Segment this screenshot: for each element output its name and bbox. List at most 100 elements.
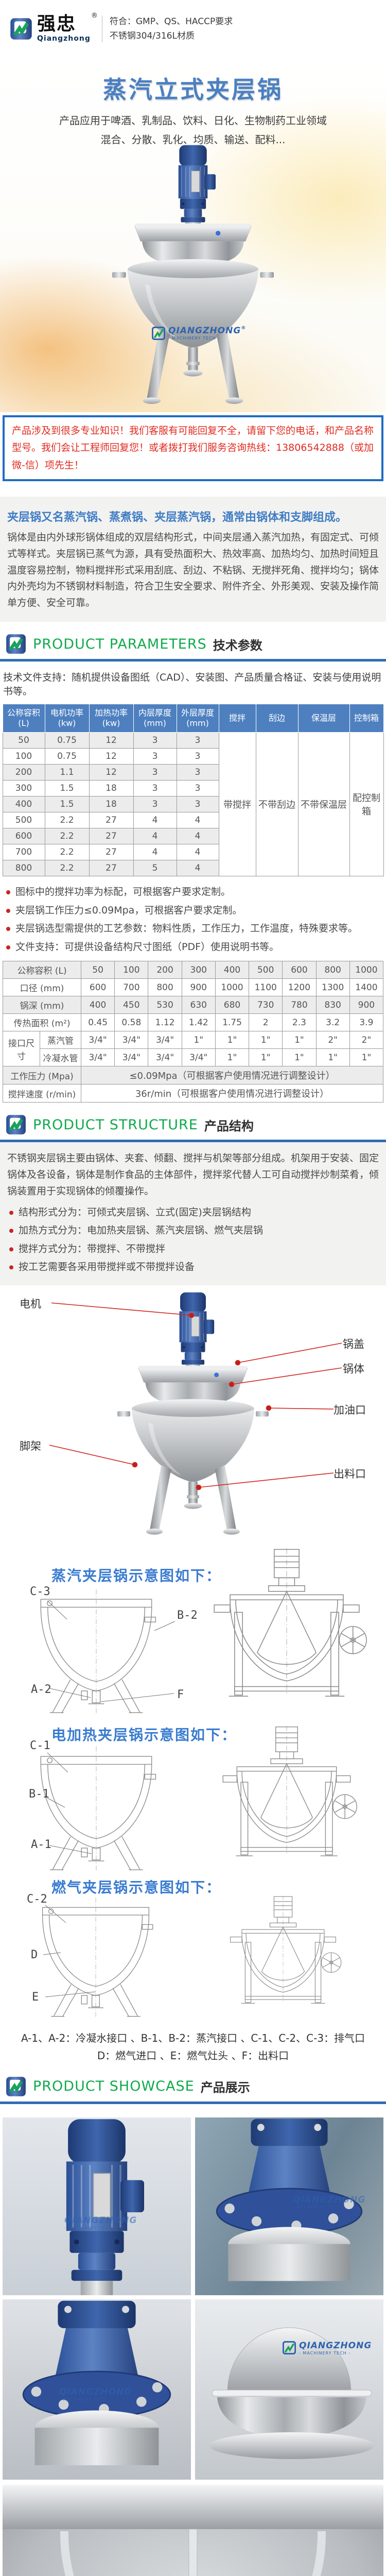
intro-body: 锅体是由内外球形锅体组成的双层结构形式，中间夹层通入蒸汽加热，有固定式、可倾式等… (7, 531, 379, 609)
schematic-label: C-2 (27, 1892, 47, 1906)
registered-mark: ® (91, 12, 98, 20)
section-divider (0, 2101, 386, 2104)
table-cell: 900 (349, 996, 384, 1014)
table-cell: 12 (89, 748, 134, 765)
note-item: 结构形式分为：可倾式夹层锅、立式(固定)夹层锅结构 (7, 1205, 379, 1220)
callout-oil-port: 加油口 (334, 1403, 366, 1416)
table-cell: 900 (181, 978, 216, 997)
photo-motor-closeup: QIANGZHONG- MACHINERY TECH - (3, 2117, 191, 2295)
table-cell: 3/4" (114, 1031, 149, 1049)
table-cell: 830 (315, 996, 350, 1014)
table-cell: 1100 (249, 978, 283, 997)
service-notice-text: 产品涉及到很多专业知识！我们客服有可能回复不全，请留下您的电话，和产品名称型号。… (12, 425, 374, 471)
table-row-label: 工作压力 (Mpa) (2, 1066, 82, 1085)
parameter-notes: 图标中的搅拌功率为标配，可根据客户要求定制。 夹层锅工作压力≤0.09Mpa，可… (4, 885, 386, 955)
table-cell: 700 (2, 844, 45, 861)
brand-name-en: Qiangzhong (37, 35, 91, 43)
table-cell: 1" (315, 1048, 350, 1067)
table-cell: 1000 (349, 961, 384, 979)
table-cell: 400 (215, 961, 250, 979)
hero-banner: 蒸汽立式夹层锅 产品应用于啤酒、乳制品、饮料、日化、生物制药工业领域 混合、分散… (0, 58, 386, 412)
table-merged-cell: 带搅拌 (218, 732, 256, 877)
table-cell: 18 (89, 796, 134, 813)
table-row-label: 锅深 (mm) (2, 996, 82, 1014)
motor-image (3, 2117, 191, 2295)
table-span-value: ≤0.09Mpa（可根据客户使用情况进行调整设计） (81, 1066, 383, 1085)
structure-notes: 结构形式分为：可倾式夹层锅、立式(固定)夹层锅结构 加热方式分为：电加热夹层锅、… (7, 1205, 379, 1275)
callout-body: 锅体 (343, 1362, 364, 1375)
schematic-gas: 燃气夹层锅示意图如下： C-2 D E (0, 1875, 386, 2022)
table-cell: 3 (133, 748, 177, 765)
section-title-cn: 技术参数 (213, 638, 262, 653)
table-cell: 450 (114, 996, 149, 1014)
callout-lid: 锅盖 (343, 1337, 364, 1350)
schematic-label: F (177, 1688, 184, 1701)
table-cell: 730 (249, 996, 283, 1014)
section-header-parameters: PRODUCT PARAMETERS 技术参数 (5, 633, 386, 655)
section-divider (0, 659, 386, 662)
table-cell: 1.75 (215, 1013, 250, 1032)
section-title-en: PRODUCT STRUCTURE (33, 1116, 198, 1133)
doc-support-note: 技术文件支持：随机提供设备图纸（CAD）、安装图、产品质量合格证、安装与使用说明… (3, 672, 381, 698)
table-cell: 50 (81, 961, 115, 979)
table-cell: 1" (282, 1031, 317, 1049)
table-cell: 0.58 (114, 1013, 149, 1032)
schematic-label: A-1 (31, 1838, 51, 1851)
table-cell: 1" (282, 1048, 317, 1067)
schematic-heading: 蒸汽夹层锅示意图如下： (51, 1567, 222, 1584)
table-header-cell: 内层厚度 (mm) (133, 704, 177, 733)
schematic-heading: 电加热夹层锅示意图如下： (51, 1726, 237, 1743)
table-cell: 1" (215, 1048, 250, 1067)
photo-lid-half-open: QIANGZHONG- MACHINERY TECH - (195, 2299, 383, 2480)
schematic-label: A-2 (31, 1683, 51, 1696)
table-cell: 3/4" (181, 1048, 216, 1067)
table-cell: 3/4" (114, 1048, 149, 1067)
table-cell: 4 (133, 828, 177, 845)
header-claims: 符合：GMP、QS、HACCP要求 不锈钢304/316L材质 (110, 14, 233, 43)
note-item: 加热方式分为：电加热夹层锅、蒸汽夹层锅、燃气夹层锅 (7, 1223, 379, 1238)
table-cell: 1300 (315, 978, 350, 997)
table-cell: 500 (2, 812, 45, 829)
service-notice-box: 产品涉及到很多专业知识！我们客服有可能回复不全，请留下您的电话，和产品名称型号。… (3, 415, 383, 481)
table-cell: 0.75 (44, 748, 90, 765)
schematic-label: E (32, 1990, 39, 2004)
claim-material: 不锈钢304/316L材质 (109, 31, 195, 41)
schematic-leader-lines (47, 1600, 176, 1702)
table-cell: 27 (89, 844, 134, 861)
callout-outlet: 出料口 (334, 1467, 366, 1480)
table-cell: 1.12 (148, 1013, 182, 1032)
schematic-heading: 燃气夹层锅示意图如下： (51, 1878, 222, 1896)
table-cell: 1" (181, 1031, 216, 1049)
schematic-steam: 蒸汽夹层锅示意图如下： C-3 B-2 A-2 F (0, 1543, 386, 1721)
section-title-en: PRODUCT PARAMETERS (33, 636, 207, 652)
table-header-cell: 控制箱 (349, 704, 384, 733)
table-cell: 27 (89, 860, 134, 877)
note-item: 夹层锅选型需提供的工艺参数：物料性质，工作压力，工作温度，特殊要求等。 (4, 921, 386, 936)
table-row-label: 传热面积 (m²) (2, 1013, 82, 1032)
table-cell: 3 (176, 732, 219, 749)
table-cell: 1200 (282, 978, 317, 997)
table-cell: 1" (249, 1031, 283, 1049)
callout-legs: 脚架 (20, 1439, 41, 1452)
diagram-callout-lines (49, 1302, 342, 1490)
section-divider (0, 1140, 386, 1143)
flange-image (3, 2299, 191, 2480)
table-cell: 300 (2, 780, 45, 797)
schematic-legend: A-1、A-2：冷凝水接口 、B-1、B-2：蒸汽接口 、C-1、C-2、C-3… (0, 2029, 386, 2064)
brand-logo-icon (10, 18, 32, 40)
table-cell: 800 (148, 978, 182, 997)
table-cell: 5 (133, 860, 177, 877)
table-cell: 27 (89, 828, 134, 845)
table-cell: 12 (89, 732, 134, 749)
table-cell: 200 (148, 961, 182, 979)
table-header-cell: 刮边 (255, 704, 299, 733)
table-cell: 2 (249, 1013, 283, 1032)
table-cell: 3 (133, 764, 177, 781)
